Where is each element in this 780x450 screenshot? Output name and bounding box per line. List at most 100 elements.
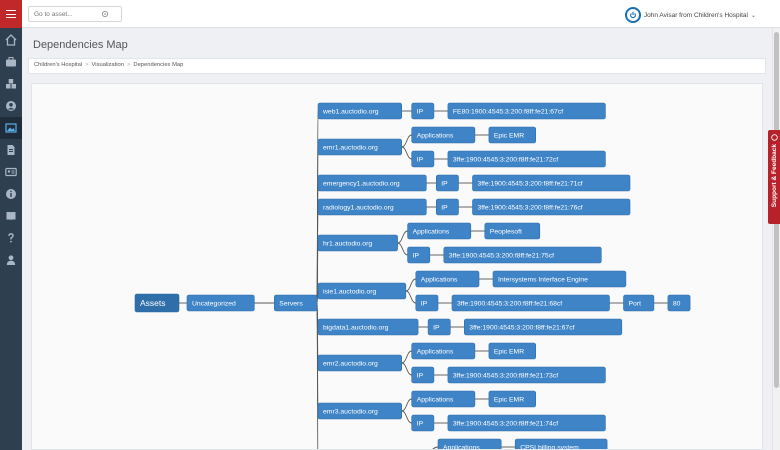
- sidebar-item-2[interactable]: [0, 51, 22, 73]
- support-feedback-label: Support & Feedback: [770, 144, 778, 208]
- server-node-bigdata1-ip-value[interactable]: 3ffe:1900:4545:3:200:f8ff:fe21:67cf: [463, 318, 623, 336]
- group-node-servers[interactable]: Servers: [274, 294, 318, 312]
- server-node-isie1-ip-value[interactable]: 3ffe:1900:4545:3:200:f8ff:fe21:68cf: [451, 294, 610, 312]
- root-node-assets[interactable]: Assets: [134, 293, 180, 313]
- server-node-isie1-applications-value[interactable]: Intersystems Interface Engine: [492, 270, 627, 288]
- server-node-web1-ip[interactable]: IP: [411, 102, 435, 120]
- server-node-emr1-ip-label: IP: [417, 156, 424, 163]
- server-node-hr1-ip[interactable]: IP: [407, 246, 431, 264]
- server-node-emr3-applications[interactable]: Applications: [411, 390, 476, 408]
- asset-search-input[interactable]: [28, 6, 122, 22]
- chevron-down-icon: ⌄: [750, 12, 756, 19]
- server-node-emr2-ip-value[interactable]: 3ffe:1900:4545:3:200:f8ff:fe21:73cf: [447, 366, 606, 384]
- server-node-emr2-ip[interactable]: IP: [411, 366, 435, 384]
- sidebar-item-11[interactable]: [0, 249, 22, 271]
- server-node-emr2-applications-value-label: Epic EMR: [494, 348, 524, 355]
- server-node-isie1-applications[interactable]: Applications: [415, 270, 480, 288]
- tree-link: [401, 146, 412, 160]
- server-node-emr2-applications-value[interactable]: Epic EMR: [488, 342, 536, 360]
- sidebar: [0, 0, 22, 450]
- tree-link: [401, 398, 412, 412]
- server-node-emr1-applications[interactable]: Applications: [411, 126, 476, 144]
- sidebar-item-6[interactable]: [0, 139, 22, 161]
- page-title: Dependencies Map: [33, 39, 128, 51]
- server-node-isie1-port-label: Port: [629, 300, 642, 307]
- sidebar-item-9[interactable]: [0, 205, 22, 227]
- server-node-hr1-applications[interactable]: Applications: [407, 222, 472, 240]
- server-node-web1-label: web1.auctodio.org: [322, 108, 379, 115]
- breadcrumb-separator: >: [85, 62, 89, 68]
- sidebar-item-4[interactable]: [0, 95, 22, 117]
- server-node-isie1[interactable]: isie1.auctodio.org: [317, 282, 407, 300]
- menu-toggle-button[interactable]: [0, 0, 22, 28]
- server-node-emr1-ip[interactable]: IP: [411, 150, 435, 168]
- tree-link: [401, 134, 412, 148]
- server-node-hr1-applications-value[interactable]: Peoplesoft: [484, 222, 541, 240]
- server-node-emr3-ip-value-label: 3ffe:1900:4545:3:200:f8ff:fe21:74cf: [453, 420, 558, 427]
- settings-gear-icon[interactable]: [100, 9, 110, 19]
- server-node-bigdata1-label: bigdata1.auctodio.org: [323, 324, 389, 331]
- server-node-radiology1-ip-label: IP: [441, 204, 448, 211]
- tree-link: [401, 362, 412, 376]
- server-node-bigdata1-ip[interactable]: IP: [427, 318, 451, 336]
- page-scrollbar[interactable]: [772, 28, 780, 450]
- picture-icon: [5, 123, 17, 133]
- server-node-radiology1[interactable]: radiology1.auctodio.org: [317, 198, 427, 216]
- server-node-isie1-label: isie1.auctodio.org: [323, 288, 376, 295]
- server-node-web1[interactable]: web1.auctodio.org: [317, 102, 402, 120]
- sidebar-item-5[interactable]: [0, 117, 22, 139]
- sidebar-item-3[interactable]: [0, 73, 22, 95]
- server-node-isie1-port-value[interactable]: 80: [667, 294, 691, 312]
- server-node-bigdata1-ip-label: IP: [433, 324, 440, 331]
- server-node-emr1-ip-value-label: 3ffe:1900:4545:3:200:f8ff:fe21:72cf: [453, 156, 558, 163]
- server-node-bigdata1[interactable]: bigdata1.auctodio.org: [317, 318, 419, 336]
- tree-link: [432, 446, 439, 449]
- hamburger-icon: [6, 10, 16, 18]
- id-card-icon: [5, 167, 17, 177]
- server-node-emergency1-label: emergency1.auctodio.org: [323, 180, 400, 187]
- server-node-emr1-ip-value[interactable]: 3ffe:1900:4545:3:200:f8ff:fe21:72cf: [447, 150, 606, 168]
- user-avatar: [624, 7, 641, 23]
- server-node-emr1[interactable]: emr1.auctodio.org: [317, 138, 402, 156]
- server-node-emr3-ip[interactable]: IP: [411, 414, 435, 432]
- server-node-emergency1-ip-value[interactable]: 3ffe:1900:4545:3:200:f8ff:fe21:71cf: [472, 174, 631, 192]
- category-node-uncategorized[interactable]: Uncategorized: [186, 294, 255, 312]
- sidebar-item-1[interactable]: [0, 29, 22, 51]
- breadcrumb-item-current: Dependencies Map: [133, 62, 184, 68]
- server-node-emr3[interactable]: emr3.auctodio.org: [317, 402, 402, 420]
- server-node-emr1-applications-value[interactable]: Epic EMR: [488, 126, 536, 144]
- support-feedback-tab[interactable]: Support & Feedback: [768, 130, 780, 224]
- server-node-hr1-label: hr1.auctodio.org: [323, 240, 372, 247]
- server-node-emr2-applications[interactable]: Applications: [411, 342, 476, 360]
- breadcrumb: Children's Hospital>Visualization>Depend…: [28, 58, 766, 74]
- server-node-radiology1-ip[interactable]: IP: [435, 198, 459, 216]
- server-node-isie1-port-value-label: 80: [673, 300, 681, 307]
- breadcrumb-separator: >: [127, 62, 131, 68]
- server-node-isie1-ip-value-label: 3ffe:1900:4545:3:200:f8ff:fe21:68cf: [457, 300, 562, 307]
- server-node-emr3-applications-value[interactable]: Epic EMR: [488, 390, 536, 408]
- server-node-hidden-applications-value[interactable]: CPSI billing system: [514, 438, 608, 450]
- server-node-emr3-label: emr3.auctodio.org: [323, 408, 378, 415]
- server-node-emr2[interactable]: emr2.auctodio.org: [317, 354, 402, 372]
- server-node-emergency1[interactable]: emergency1.auctodio.org: [317, 174, 427, 192]
- breadcrumb-item-visualization[interactable]: Visualization: [91, 62, 124, 68]
- server-node-emr3-ip-value[interactable]: 3ffe:1900:4545:3:200:f8ff:fe21:74cf: [447, 414, 606, 432]
- dependencies-tree[interactable]: Assets Uncategorized Servers web1.auctodio.…: [32, 84, 763, 450]
- server-node-emr2-applications-label: Applications: [417, 348, 454, 355]
- root-node-assets-label: Assets: [140, 298, 166, 308]
- server-node-isie1-ip[interactable]: IP: [415, 294, 439, 312]
- breadcrumb-item-hospital[interactable]: Children's Hospital: [34, 62, 83, 68]
- server-node-emergency1-ip[interactable]: IP: [435, 174, 459, 192]
- server-node-emr3-applications-value-label: Epic EMR: [494, 396, 524, 403]
- user-menu[interactable]: John Avisar from Children's Hospital ⌄: [624, 7, 756, 23]
- sidebar-item-7[interactable]: [0, 161, 22, 183]
- server-node-web1-ip-value[interactable]: FE80:1900:4545:3:200:f8ff:fe21:67cf: [447, 102, 606, 120]
- sidebar-item-8[interactable]: [0, 183, 22, 205]
- server-node-radiology1-ip-value[interactable]: 3ffe:1900:4545:3:200:f8ff:fe21:76cf: [472, 198, 631, 216]
- sidebar-item-10[interactable]: [0, 227, 22, 249]
- server-node-hidden-applications[interactable]: Applications: [437, 438, 502, 450]
- server-node-hr1[interactable]: hr1.auctodio.org: [317, 234, 398, 252]
- server-node-isie1-port[interactable]: Port: [623, 294, 655, 312]
- server-node-emr2-ip-label: IP: [417, 372, 424, 379]
- server-node-hr1-ip-value[interactable]: 3ffe:1900:4545:3:200:f8ff:fe21:75cf: [443, 246, 602, 264]
